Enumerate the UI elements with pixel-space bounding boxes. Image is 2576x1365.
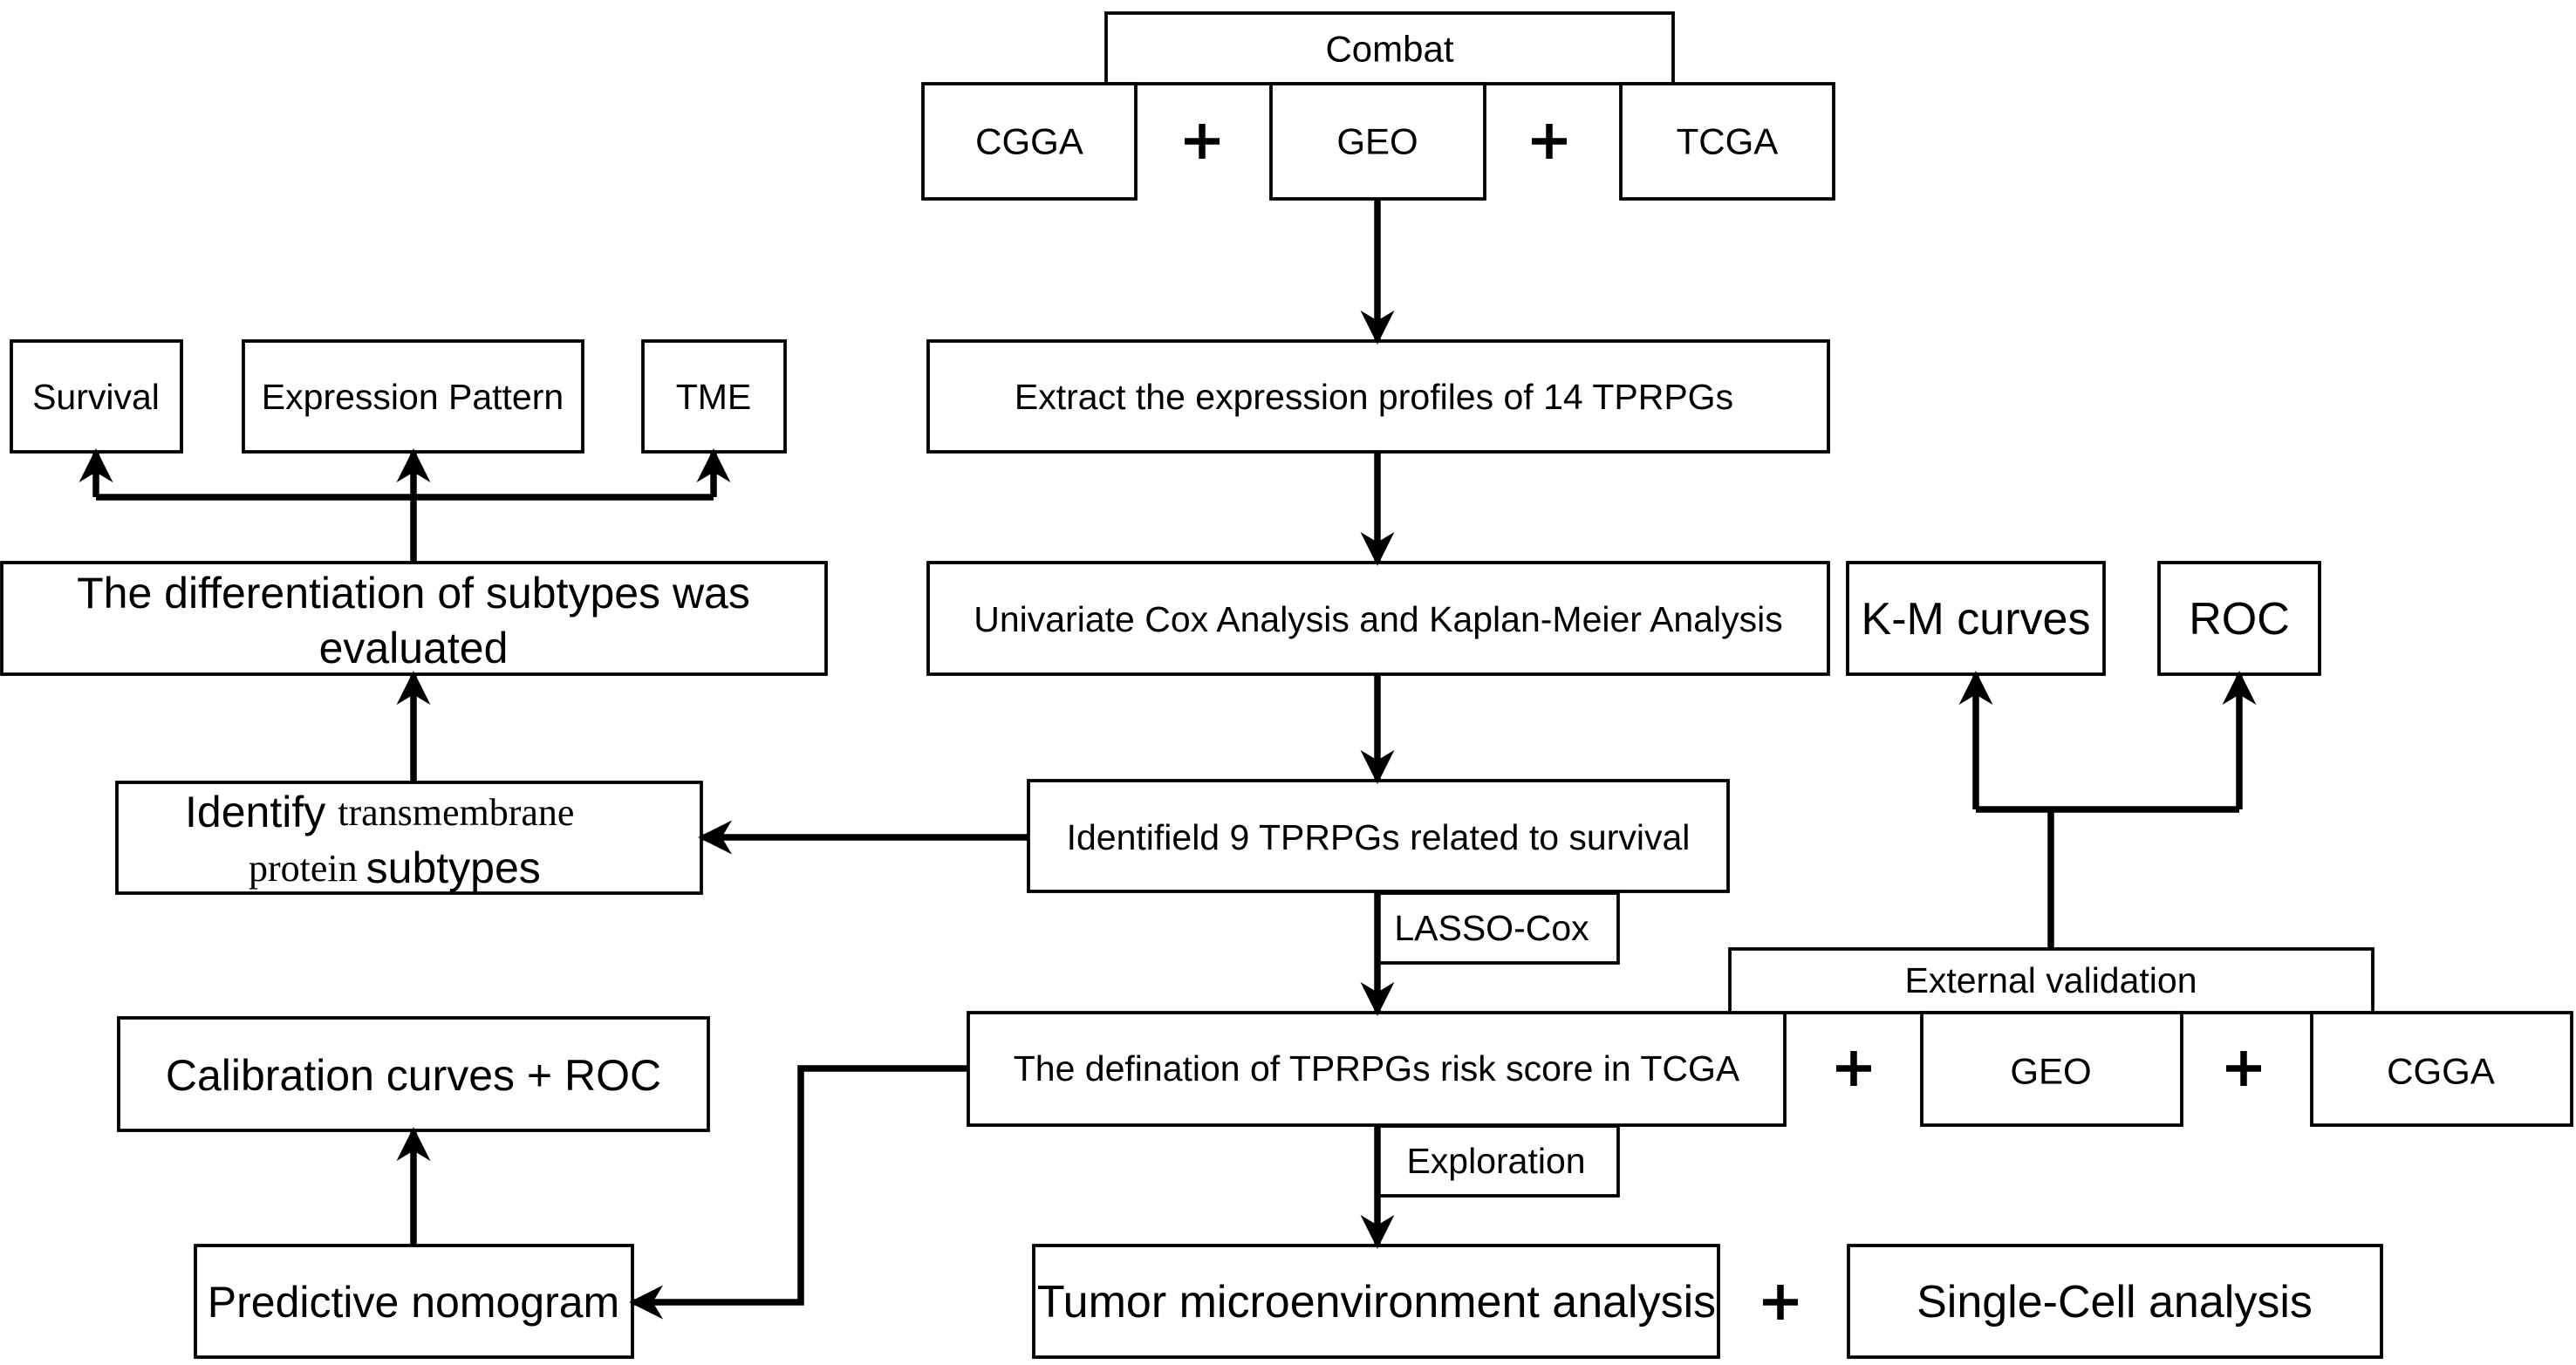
subtypes-word: subtypes <box>366 843 541 892</box>
geo-top-label: GEO <box>1336 121 1418 162</box>
survival-label: Survival <box>32 377 160 417</box>
identify-word: Identify <box>185 788 325 836</box>
km-curves-label: K-M curves <box>1862 594 2091 645</box>
combat-group: Combat CGGA GEO TCGA <box>921 11 1835 201</box>
lasso-label: LASSO-Cox <box>1394 908 1589 948</box>
exploration-label: Exploration <box>1406 1141 1585 1181</box>
identify-subtypes-label: Identify transmembrane <box>185 788 574 836</box>
nomogram-label: Predictive nomogram <box>208 1278 619 1327</box>
tcga-top-box <box>1619 82 1835 201</box>
tme-analysis-label: Tumor microenvironment analysis <box>1037 1277 1716 1327</box>
tme-label: TME <box>676 377 752 417</box>
single-cell-box <box>1847 1244 2383 1359</box>
tme-box <box>641 339 787 454</box>
roc-label: ROC <box>2189 594 2290 645</box>
calibration-box <box>117 1016 710 1132</box>
tme-analysis-box <box>1032 1244 1720 1359</box>
transmembrane-word: transmembrane <box>338 791 574 834</box>
univariate-box <box>926 561 1830 676</box>
external-validation-label: External validation <box>1904 960 2197 1000</box>
combat-box <box>1104 11 1675 85</box>
plus-icon <box>1763 1285 1798 1320</box>
plus-icon <box>1532 124 1567 159</box>
extract-label: Extract the expression profiles of 14 TP… <box>1015 377 1733 417</box>
geo-validation-box <box>1920 1011 2183 1127</box>
plus-icon <box>1836 1051 1871 1086</box>
plus-icon <box>2226 1051 2261 1086</box>
calibration-label: Calibration curves + ROC <box>166 1051 661 1100</box>
protein-word: protein <box>249 847 358 890</box>
km-curves-box <box>1846 561 2106 676</box>
identify-subtypes-box <box>115 781 703 895</box>
expression-pattern-box <box>242 339 584 454</box>
univariate-label: Univariate Cox Analysis and Kaplan-Meier… <box>974 599 1783 639</box>
roc-box <box>2157 561 2321 676</box>
geo-validation-label: GEO <box>2010 1051 2091 1092</box>
differentiation-label-line1: The differentiation of subtypes was <box>77 569 750 618</box>
single-cell-label: Single-Cell analysis <box>1917 1277 2313 1327</box>
cgga-top-box <box>921 82 1138 201</box>
identified-label: Identifield 9 TPRPGs related to survival <box>1067 817 1691 857</box>
combat-label: Combat <box>1325 29 1453 70</box>
risk-label: The defination of TPRPGs risk score in T… <box>1014 1048 1740 1089</box>
cgga-validation-label: CGGA <box>2387 1051 2495 1092</box>
expression-pattern-label: Expression Pattern <box>262 377 564 417</box>
cgga-validation-box <box>2310 1011 2573 1127</box>
tcga-top-label: TCGA <box>1677 121 1779 162</box>
differentiation-label-line2: evaluated <box>319 624 509 672</box>
cgga-top-label: CGGA <box>975 121 1083 162</box>
arrow-risk-to-nomogram <box>629 1065 968 1320</box>
plus-icon <box>1185 124 1220 159</box>
external-validation-box <box>1728 947 2374 1014</box>
